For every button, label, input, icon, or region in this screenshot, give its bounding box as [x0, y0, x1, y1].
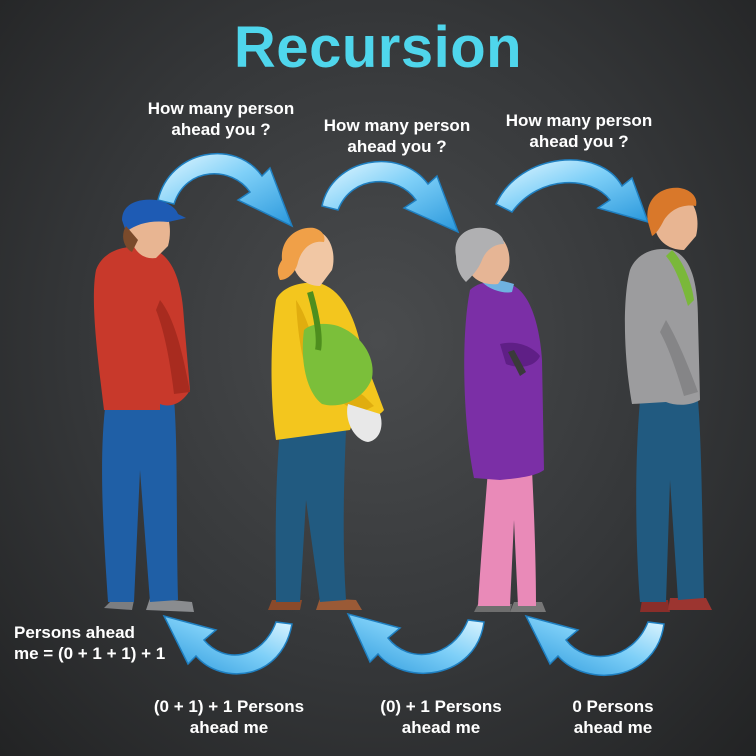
final-answer-label: Persons ahead me = (0 + 1 + 1) + 1: [14, 623, 166, 663]
answer-label-2: (0) + 1 Persons ahead me: [380, 697, 502, 737]
question-label-1: How many person ahead you ?: [147, 99, 295, 139]
answer-label-1: (0 + 1) + 1 Persons ahead me: [153, 697, 305, 737]
diagram-title: Recursion: [233, 15, 523, 80]
question-label-2: How many person ahead you ?: [323, 116, 471, 156]
question-label-3: How many person ahead you ?: [505, 111, 653, 151]
person-1-man-red-hoodie: [93, 199, 194, 612]
answer-arrow-2: [346, 612, 485, 674]
person-3-elderly-woman-purple-coat: [455, 227, 546, 612]
answer-arrow-1: [162, 614, 293, 675]
question-arrow-1: [157, 152, 294, 228]
answer-arrow-3: [524, 614, 665, 676]
question-arrow-2: [321, 160, 460, 234]
person-2-woman-yellow-jacket: [268, 227, 384, 610]
question-arrow-3: [495, 159, 650, 224]
answer-label-3: 0 Persons ahead me: [572, 697, 654, 737]
person-4-man-grey-hoodie: [624, 187, 712, 612]
